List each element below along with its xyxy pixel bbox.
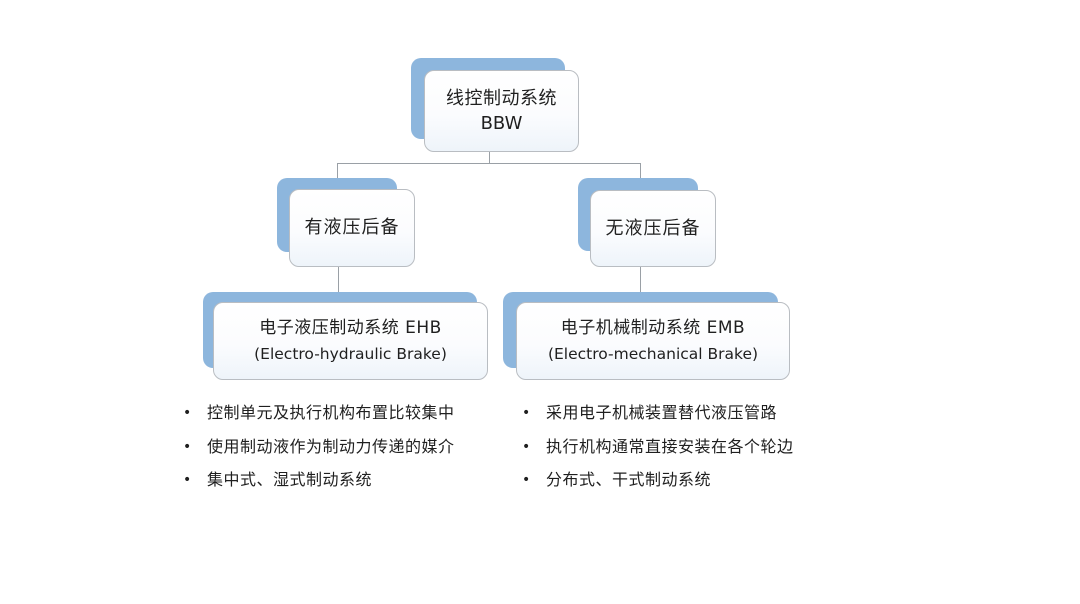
- bullet-icon: •: [522, 438, 531, 455]
- left-branch-label: 有液压后备: [304, 217, 400, 238]
- list-item: • 控制单元及执行机构布置比较集中: [183, 401, 513, 435]
- bullet-icon: •: [183, 405, 192, 421]
- root-node: 线控制动系统 BBW: [424, 70, 579, 152]
- list-item: • 采用电子机械装置替代液压管路: [522, 401, 852, 435]
- right-branch-node: 无液压后备: [590, 190, 716, 267]
- right-branch-label: 无液压后备: [605, 217, 701, 239]
- root-node-label: 线控制动系统: [446, 88, 557, 109]
- ehb-bullet-list: • 控制单元及执行机构布置比较集中 • 使用制动液作为制动力传递的媒介 • 集中…: [183, 401, 513, 502]
- connector-horizontal-bar: [337, 163, 640, 164]
- ehb-bullet-2: 使用制动液作为制动力传递的媒介: [207, 436, 455, 456]
- list-item: • 使用制动液作为制动力传递的媒介: [183, 435, 513, 469]
- emb-bullet-2: 执行机构通常直接安装在各个轮边: [546, 436, 794, 456]
- ehb-node: 电子液压制动系统 EHB (Electro-hydraulic Brake): [213, 302, 488, 380]
- emb-node: 电子机械制动系统 EMB (Electro-mechanical Brake): [516, 302, 790, 380]
- connector-emb-drop: [640, 267, 641, 293]
- connector-ehb-drop: [338, 267, 339, 293]
- emb-node-title: 电子机械制动系统 EMB: [560, 318, 746, 338]
- emb-bullet-1: 采用电子机械装置替代液压管路: [546, 403, 778, 422]
- connector-left-branch-drop: [337, 163, 338, 189]
- root-node-abbr: BBW: [480, 113, 523, 134]
- emb-bullet-3: 分布式、干式制动系统: [546, 470, 712, 489]
- list-item: • 分布式、干式制动系统: [522, 468, 852, 502]
- list-item: • 执行机构通常直接安装在各个轮边: [522, 435, 852, 469]
- bullet-icon: •: [183, 472, 192, 488]
- ehb-node-title: 电子液压制动系统 EHB: [259, 318, 442, 338]
- left-branch-node: 有液压后备: [289, 189, 415, 267]
- bullet-icon: •: [522, 472, 531, 488]
- bullet-icon: •: [522, 405, 531, 421]
- connector-right-branch-drop: [640, 163, 641, 190]
- connector-root-stub: [489, 152, 490, 163]
- emb-bullet-list: • 采用电子机械装置替代液压管路 • 执行机构通常直接安装在各个轮边 • 分布式…: [522, 401, 852, 502]
- ehb-bullet-1: 控制单元及执行机构布置比较集中: [207, 403, 455, 422]
- bullet-icon: •: [183, 438, 192, 455]
- list-item: • 集中式、湿式制动系统: [183, 468, 513, 502]
- emb-node-subtitle: (Electro-mechanical Brake): [547, 345, 759, 363]
- ehb-node-subtitle: (Electro-hydraulic Brake): [254, 345, 447, 363]
- ehb-bullet-3: 集中式、湿式制动系统: [207, 470, 373, 489]
